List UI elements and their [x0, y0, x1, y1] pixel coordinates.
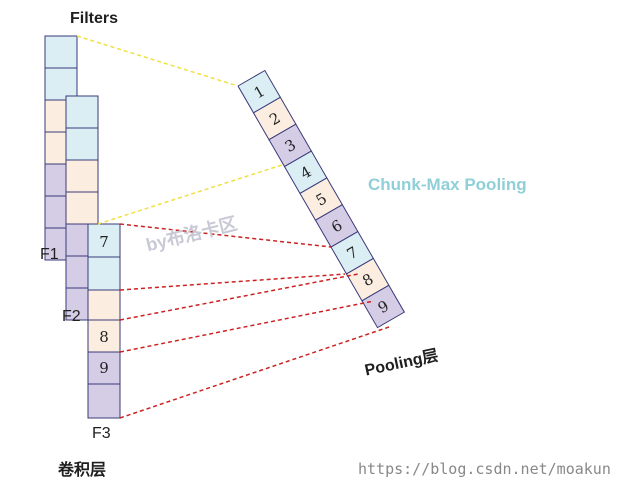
- f1-cell: [44, 35, 78, 69]
- pooling-connector-line: [119, 223, 332, 248]
- f3-cell: [87, 289, 121, 321]
- f2-cell: [65, 95, 99, 129]
- f3-cell: [87, 319, 121, 353]
- filters-label: Filters: [70, 10, 119, 27]
- f2-cell: [65, 127, 99, 161]
- filter-connector-line: [97, 163, 286, 225]
- pooling-connector-line: [119, 273, 346, 291]
- pooling-connector-line: [119, 300, 375, 353]
- conv-layer-label: 卷积层: [58, 462, 107, 479]
- f3-cell: [87, 256, 121, 291]
- f3-cell-label: 7: [99, 233, 109, 251]
- pooling-connector-line: [119, 326, 390, 419]
- filter-connector-line: [76, 35, 239, 87]
- pooling-connector-line: [119, 273, 359, 321]
- source-url: https://blog.csdn.net/moakun: [358, 460, 611, 478]
- f1-cell: [44, 67, 78, 101]
- f3-cell: [87, 383, 121, 419]
- f1-label: F1: [40, 246, 59, 263]
- pooling-cell: [361, 284, 406, 329]
- f3-cell: [87, 351, 121, 385]
- pooling-column: 1 2 3 4 5 6 7 8 9: [237, 69, 406, 329]
- chunk-max-pooling-title: Chunk-Max Pooling: [368, 175, 527, 194]
- f3-cell-label: 9: [99, 359, 109, 377]
- f2-label: F2: [62, 308, 81, 325]
- f2-cell: [65, 159, 99, 193]
- filter-connectors: [76, 35, 286, 225]
- pooling-connectors: [119, 223, 390, 419]
- filter-column-f3: 7 8 9: [87, 223, 121, 419]
- f3-cell-label: 8: [99, 328, 109, 346]
- f3-label: F3: [92, 425, 111, 442]
- f2-cell: [65, 191, 99, 225]
